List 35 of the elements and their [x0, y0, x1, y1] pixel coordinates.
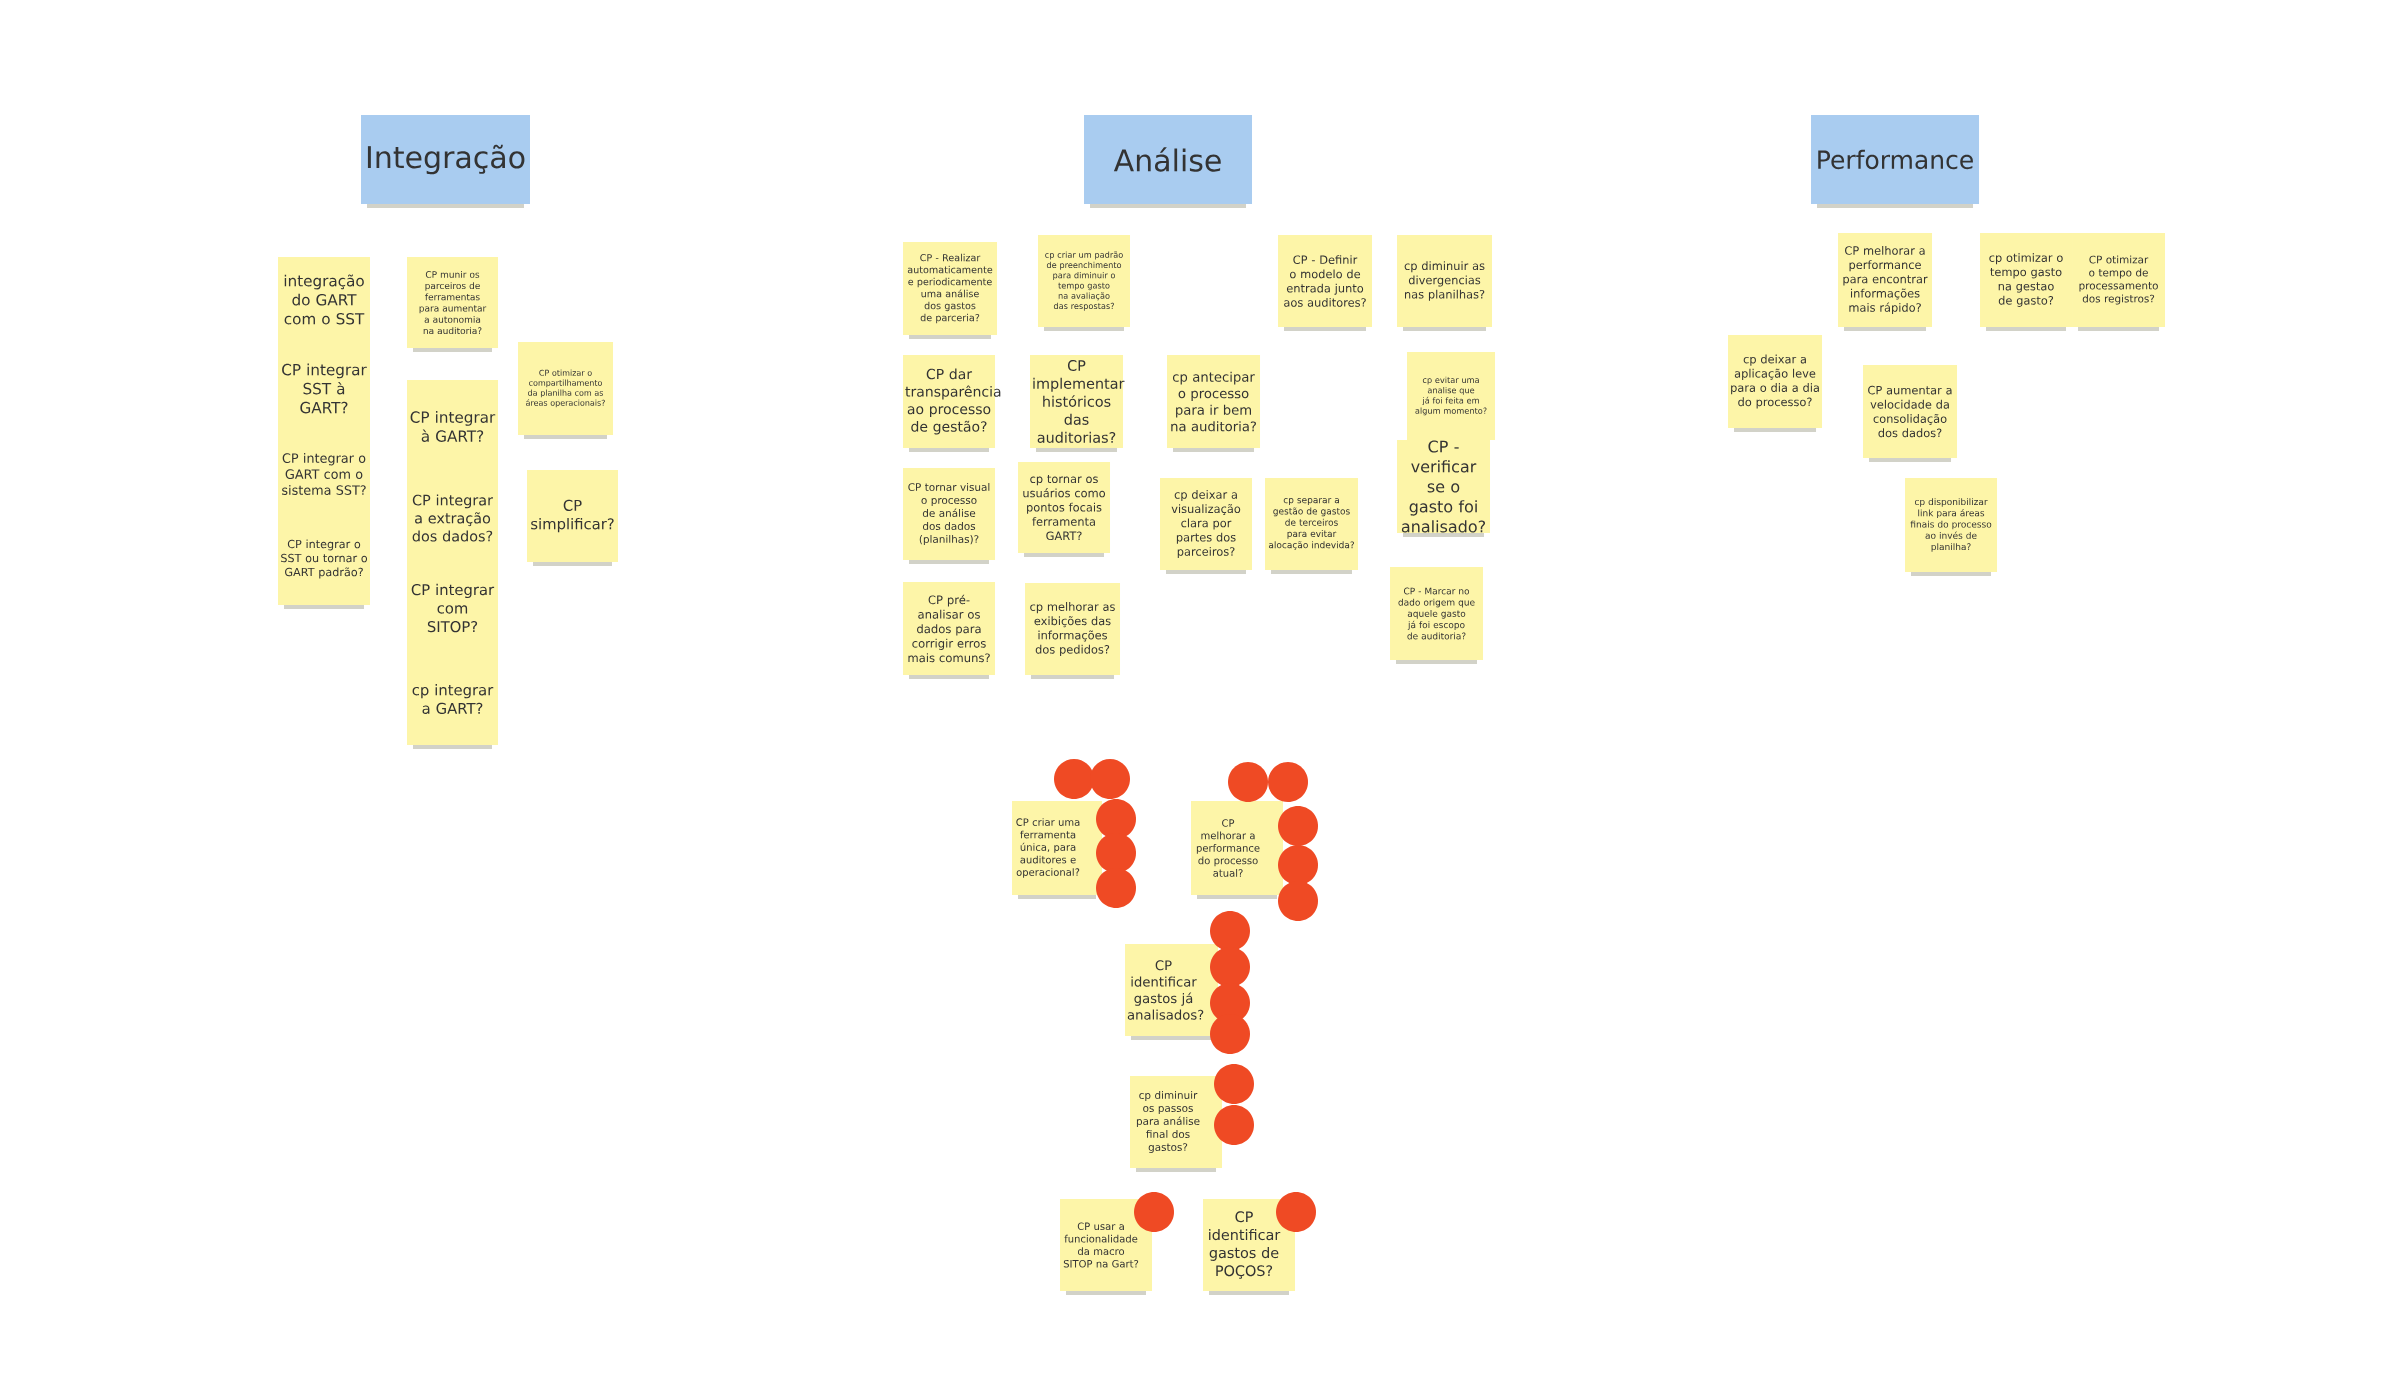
- sticky-note: CP simplificar?: [527, 470, 618, 566]
- sticky-note: cp deixar a aplicação leve para o dia a dia do processo?: [1728, 335, 1822, 432]
- sticky-note: cp disponibilizar link para áreas finais do processo ao invés de planilha?: [1905, 478, 1997, 576]
- sticky-note: CP implementar históricos das auditorias?: [1030, 355, 1125, 452]
- sticky-note: CP usar a funcionalidade da macro SITOP na Gart?: [1060, 1199, 1152, 1295]
- sticky-note: CP otimizar o compartilhamento da planilha com as áreas operacionais?: [518, 342, 613, 439]
- sticky-note: CP - Definir o modelo de entrada junto aos auditores?: [1278, 235, 1372, 331]
- sticky-note: cp tornar os usuários como pontos focais ferramenta GART?: [1018, 462, 1110, 557]
- sticky-note: CP identificar gastos já analisados?: [1125, 944, 1218, 1040]
- sticky-note: cp melhorar as exibições das informações dos pedidos?: [1025, 583, 1120, 679]
- sticky-note: CP aumentar a velocidade da consolidação dos dados?: [1863, 365, 1957, 462]
- heading-card: Análise: [1084, 115, 1252, 208]
- heading-card: Integração: [361, 115, 530, 208]
- sticky-note: cp integrar a GART?: [407, 653, 498, 749]
- sticky-note: cp otimizar o tempo gasto na gestao de gasto?: [1980, 233, 2072, 331]
- sticky-note: CP - Realizar automaticamente e periodicamente uma análise dos gastos de parceria?: [903, 242, 997, 339]
- sticky-note: CP melhorar a performance do processo atual?: [1191, 801, 1283, 899]
- heading-card: Performance: [1811, 115, 1979, 208]
- sticky-note: CP munir os parceiros de ferramentas para aumentar a autonomia na auditoria?: [407, 257, 498, 352]
- sticky-note: cp antecipar o processo para ir bem na auditoria?: [1167, 355, 1260, 452]
- sticky-note: cp deixar a visualização clara por partes dos parceiros?: [1160, 478, 1252, 574]
- sticky-note: CP otimizar o tempo de processamento dos registros?: [2072, 233, 2165, 331]
- sticky-note: CP dar transparência ao processo de gestão?: [903, 355, 1001, 452]
- sticky-note: CP identificar gastos de POÇOS?: [1203, 1199, 1295, 1295]
- sticky-note: CP integrar o SST ou tornar o GART padrão?: [278, 513, 370, 609]
- sticky-note: CP pré-analisar os dados para corrigir erros mais comuns?: [903, 582, 995, 679]
- sticky-note: CP - verificar se o gasto foi analisado?: [1397, 440, 1490, 537]
- sticky-note: CP - Marcar no dado origem que aquele gasto já foi escopo de auditoria?: [1390, 567, 1483, 664]
- sticky-note: cp diminuir as divergencias nas planilhas?: [1397, 235, 1492, 331]
- sticky-note: cp separar a gestão de gastos de terceiros para evitar alocação indevida?: [1265, 478, 1358, 574]
- sticky-note: cp diminuir os passos para análise final dos gastos?: [1130, 1076, 1222, 1172]
- sticky-note: CP criar uma ferramenta única, para auditores e operacional?: [1012, 801, 1102, 899]
- sticky-note: CP tornar visual o processo de análise dos dados (planilhas)?: [903, 468, 995, 564]
- sticky-note: cp criar um padrão de preenchimento para diminuir o tempo gasto na avaliação das respostas?: [1038, 235, 1130, 331]
- sticky-note: CP melhorar a performance para encontrar informações mais rápido?: [1838, 233, 1932, 331]
